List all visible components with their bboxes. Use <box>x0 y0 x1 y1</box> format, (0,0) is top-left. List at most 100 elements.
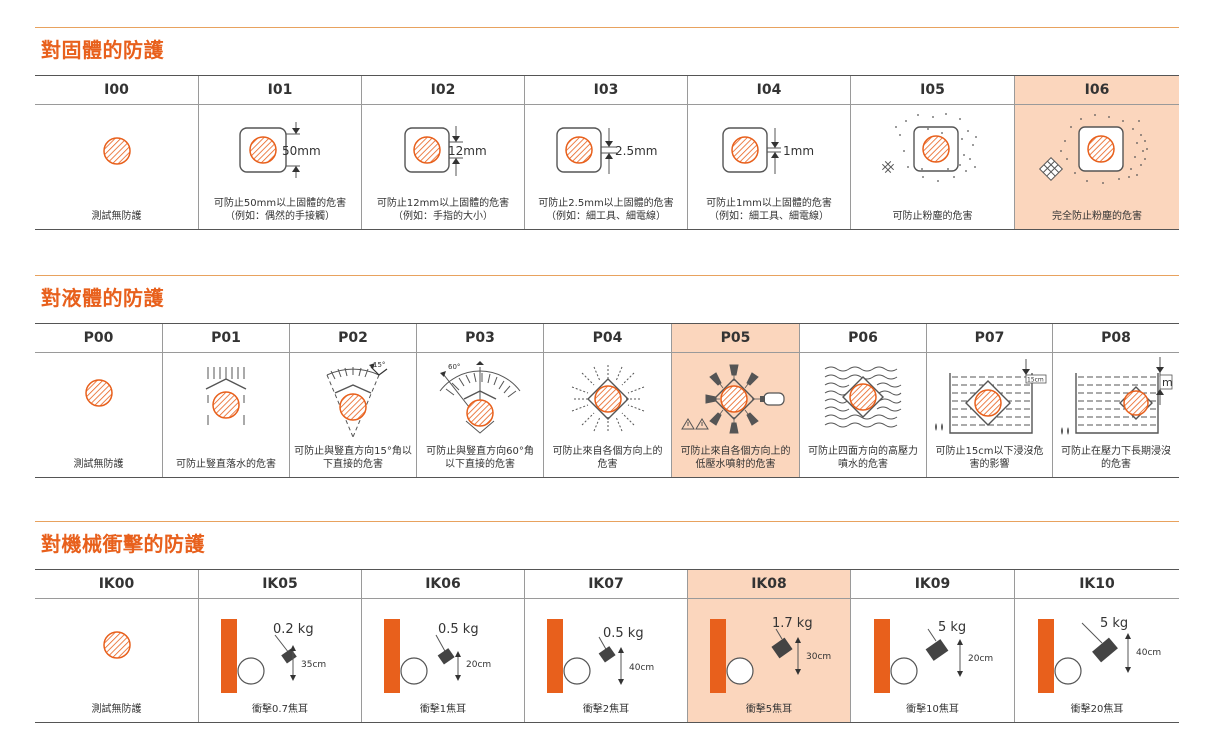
code-IK09: IK09 <box>850 570 1014 598</box>
cell-P05: 可防止來自各個方向上的 低壓水噴射的危害 <box>671 353 799 477</box>
powerful-jet-icon <box>800 363 926 435</box>
desc-I03: 可防止2.5mm以上固體的危害 （例如：細工具、細電線） <box>538 198 674 222</box>
weight-label: 1.7 kg <box>772 616 813 631</box>
cell-P08: m 可防止在壓力下長期浸沒 的危害 <box>1052 353 1179 477</box>
height-label: 35cm <box>301 660 326 670</box>
liquids-body-row: 測試無防護 可防止豎直落水的危害 <box>35 353 1179 478</box>
angle-label: 15° <box>373 361 385 369</box>
section-title-impact: 對機械衝擊的防護 <box>41 532 205 556</box>
section-divider <box>35 27 1179 28</box>
desc-IK10: 衝擊20焦耳 <box>1070 704 1124 715</box>
impact-hammer-icon: 0.2 kg 35cm <box>199 613 361 695</box>
cell-P02: 15° 可防止與豎直方向15°角以 下直接的危害 <box>289 353 416 477</box>
desc-P08: 可防止在壓力下長期浸沒 的危害 <box>1061 446 1171 470</box>
desc-IK09: 衝擊10焦耳 <box>906 704 959 715</box>
cell-IK08: 1.7 kg 30cm 衝擊5焦耳 <box>687 599 850 722</box>
section-divider <box>35 275 1179 276</box>
impact-section: 對機械衝擊的防護 IK00 IK05 IK06 IK07 IK08 IK09 I… <box>35 521 1179 725</box>
code-IK10: IK10 <box>1014 570 1179 598</box>
desc-P04: 可防止來自各個方向上的 危害 <box>552 446 663 470</box>
cell-I04: 1mm 可防止1mm以上固體的危害 （例如：細工具、細電線） <box>687 105 850 229</box>
dust-protected-icon <box>851 111 1014 187</box>
height-label: 30cm <box>806 652 831 662</box>
desc-IK07: 衝擊2焦耳 <box>582 704 630 715</box>
code-I03: I03 <box>524 76 687 104</box>
code-P02: P02 <box>289 324 416 352</box>
desc-I05: 可防止粉塵的危害 <box>892 211 973 222</box>
code-P03: P03 <box>416 324 543 352</box>
test-object-icon <box>35 135 198 167</box>
weight-label: 0.5 kg <box>438 622 479 637</box>
probe-12mm-icon: 12mm <box>362 120 524 180</box>
cell-P00: 測試無防護 <box>35 353 162 477</box>
desc-I01: 可防止50mm以上固體的危害 （例如：偶然的手接觸） <box>213 198 347 222</box>
splash-all-directions-icon <box>544 363 671 435</box>
height-label: 20cm <box>466 660 491 670</box>
cell-IK00: 測試無防護 <box>35 599 198 722</box>
cell-I05: 可防止粉塵的危害 <box>850 105 1014 229</box>
cell-I01: 50mm 可防止50mm以上固體的危害 （例如：偶然的手接觸） <box>198 105 361 229</box>
section-divider <box>35 521 1179 522</box>
impact-hammer-icon: 0.5 kg 40cm <box>525 613 687 695</box>
code-P06: P06 <box>799 324 926 352</box>
cell-IK09: 5 kg 20cm 衝擊10焦耳 <box>850 599 1014 722</box>
depth-label: 15cm <box>1027 377 1044 384</box>
code-I04: I04 <box>687 76 850 104</box>
weight-label: 0.5 kg <box>603 626 644 641</box>
cell-P01: 可防止豎直落水的危害 <box>162 353 289 477</box>
code-IK05: IK05 <box>198 570 361 598</box>
code-P00: P00 <box>83 330 114 346</box>
solids-section: 對固體的防護 I00 I01 I02 I03 I04 I05 I06 測試無防護 <box>35 27 1179 231</box>
continuous-immersion-icon: m <box>1053 355 1179 437</box>
desc-IK05: 衝擊0.7焦耳 <box>252 704 308 715</box>
cell-IK10: 5 kg 40cm 衝擊20焦耳 <box>1014 599 1179 722</box>
desc-IK08: 衝擊5焦耳 <box>745 704 793 715</box>
depth-label: m <box>1162 376 1173 389</box>
probe-label: 2.5mm <box>615 144 657 158</box>
angle-label: 60° <box>448 363 460 371</box>
code-I00: I00 <box>104 82 129 98</box>
cell-IK06: 0.5 kg 20cm 衝擊1焦耳 <box>361 599 524 722</box>
code-IK08: IK08 <box>687 570 850 598</box>
cell-IK07: 0.5 kg 40cm 衝擊2焦耳 <box>524 599 687 722</box>
impact-header-row: IK00 IK05 IK06 IK07 IK08 IK09 IK10 <box>35 569 1179 599</box>
code-IK00: IK00 <box>98 576 135 592</box>
impact-hammer-icon: 5 kg 40cm <box>1015 613 1179 695</box>
probe-label: 1mm <box>783 144 814 158</box>
cell-P07: 15cm 可防止15cm以下浸沒危 害的影響 <box>926 353 1052 477</box>
code-P05: P05 <box>671 324 799 352</box>
desc-P00: 測試無防護 <box>73 459 124 470</box>
code-IK07: IK07 <box>524 570 687 598</box>
water-jet-icon <box>672 363 799 435</box>
cell-I02: 12mm 可防止12mm以上固體的危害 （例如：手指的大小） <box>361 105 524 229</box>
height-label: 40cm <box>629 663 654 673</box>
code-I01: I01 <box>198 76 361 104</box>
liquids-section: 對液體的防護 P00 P01 P02 P03 P04 P05 P06 P07 P… <box>35 275 1179 479</box>
cell-P03: 60° 可防止與豎直方向60°角 以下直接的危害 <box>416 353 543 477</box>
code-P04: P04 <box>543 324 671 352</box>
section-title-liquids: 對液體的防護 <box>41 286 164 310</box>
desc-P01: 可防止豎直落水的危害 <box>176 459 276 470</box>
drip-15deg-icon: 15° <box>290 361 416 441</box>
weight-label: 0.2 kg <box>273 622 314 637</box>
desc-I04: 可防止1mm以上固體的危害 （例如：細工具、細電線） <box>706 198 832 222</box>
code-I02: I02 <box>361 76 524 104</box>
cell-I00: 測試無防護 <box>35 105 198 229</box>
desc-P03: 可防止與豎直方向60°角 以下直接的危害 <box>426 446 534 470</box>
liquids-header-row: P00 P01 P02 P03 P04 P05 P06 P07 P08 <box>35 323 1179 353</box>
desc-I02: 可防止12mm以上固體的危害 （例如：手指的大小） <box>376 198 510 222</box>
desc-P07: 可防止15cm以下浸沒危 害的影響 <box>935 446 1044 470</box>
code-P07: P07 <box>926 324 1052 352</box>
probe-label: 50mm <box>282 144 321 158</box>
code-P08: P08 <box>1052 324 1179 352</box>
weight-label: 5 kg <box>938 620 966 635</box>
desc-IK00: 測試無防護 <box>91 704 142 715</box>
test-object-icon <box>35 377 162 409</box>
code-I05: I05 <box>850 76 1014 104</box>
weight-label: 5 kg <box>1100 616 1128 631</box>
cell-IK05: 0.2 kg 35cm 衝擊0.7焦耳 <box>198 599 361 722</box>
desc-P02: 可防止與豎直方向15°角以 下直接的危害 <box>294 446 412 470</box>
desc-P05: 可防止來自各個方向上的 低壓水噴射的危害 <box>680 446 791 470</box>
vertical-drip-icon <box>163 365 289 431</box>
dust-tight-icon <box>1015 111 1179 187</box>
